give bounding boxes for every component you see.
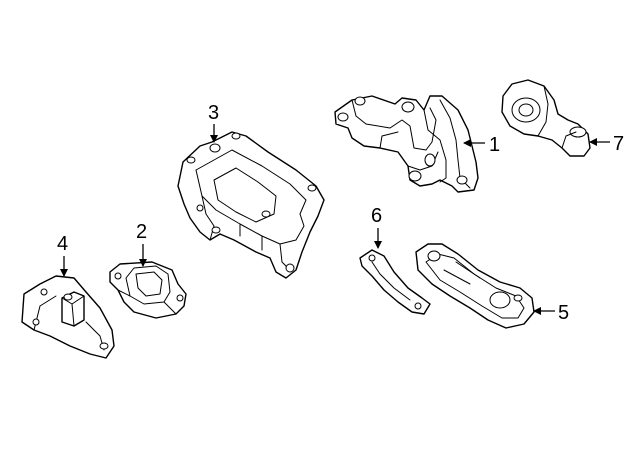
part-1-mount-bracket[interactable] xyxy=(334,95,479,193)
callout-label-4: 4 xyxy=(57,233,68,255)
part-6-strap[interactable] xyxy=(359,249,431,315)
callout-label-5: 5 xyxy=(558,302,569,324)
callout-label-6: 6 xyxy=(371,205,382,227)
part-3-support-crossmember[interactable] xyxy=(177,131,325,279)
callout-label-7: 7 xyxy=(613,133,624,155)
part-5-rear-mount[interactable] xyxy=(415,243,535,329)
callout-label-3: 3 xyxy=(208,102,219,124)
part-7-torque-rod[interactable] xyxy=(501,79,591,157)
callout-label-1: 1 xyxy=(489,134,500,156)
part-4-mount-bracket[interactable] xyxy=(21,275,115,359)
callout-label-2: 2 xyxy=(136,221,147,243)
part-2-mount-insulator[interactable] xyxy=(109,261,187,319)
